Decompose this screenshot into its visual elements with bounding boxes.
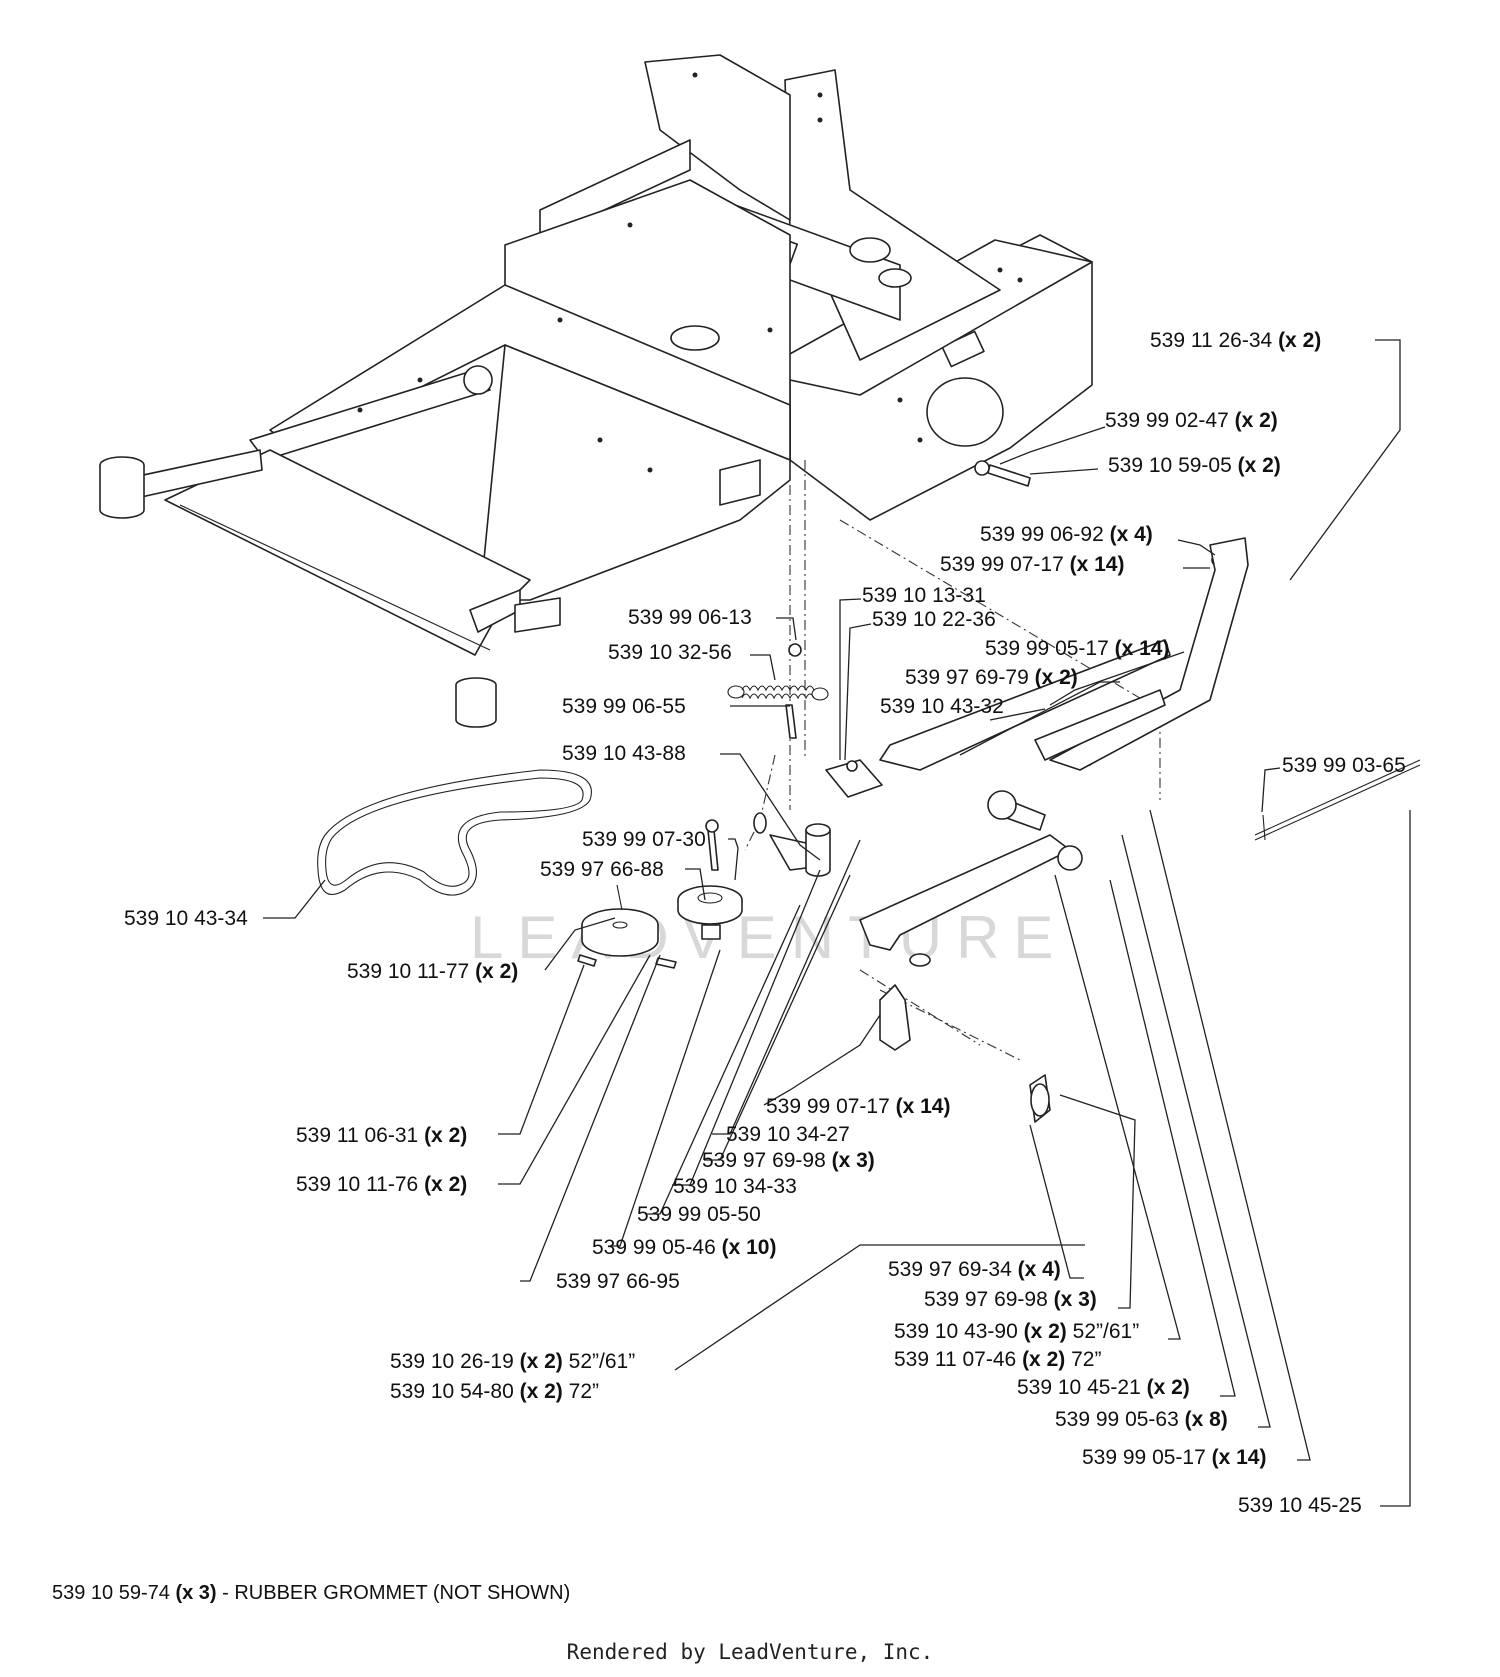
callout-label: 539 99 05-50 [637, 1203, 761, 1226]
callout-label: 539 99 05-17 (x 14) [1082, 1446, 1266, 1469]
callout-label: 539 11 06-31 (x 2) [296, 1124, 467, 1147]
callout-label: 539 97 69-98 (x 3) [924, 1288, 1097, 1311]
footnote: 539 10 59-74 (x 3) - RUBBER GROMMET (NOT… [52, 1582, 570, 1605]
callout-label: 539 10 34-33 [673, 1175, 797, 1198]
callout-label: 539 99 07-17 (x 14) [940, 553, 1124, 576]
leader-lines [263, 339, 1411, 1507]
callout-label: 539 10 11-76 (x 2) [296, 1173, 467, 1196]
callout-label: 539 10 34-27 [726, 1123, 850, 1146]
parts [317, 460, 1421, 1123]
callout-label: 539 97 69-79 (x 2) [905, 666, 1078, 689]
callout-label: 539 10 13-31 [862, 584, 986, 607]
callout-label: 539 99 07-30 [582, 828, 706, 851]
callout-label: 539 10 43-88 [562, 742, 686, 765]
callout-labels: 539 11 26-34 (x 2) 539 99 02-47 (x 2) 53… [124, 329, 1406, 1517]
callout-label: 539 99 07-17 (x 14) [766, 1095, 950, 1118]
callout-label: 539 10 11-77 (x 2) [347, 960, 518, 983]
render-credit: Rendered by LeadVenture, Inc. [566, 1640, 934, 1664]
callout-label: 539 97 69-34 (x 4) [888, 1258, 1061, 1281]
callout-label: 539 10 45-25 [1238, 1494, 1362, 1517]
callout-label: 539 10 45-21 (x 2) [1017, 1376, 1190, 1399]
callout-label: 539 10 26-19 (x 2) 52”/61” [390, 1350, 635, 1373]
watermark-text: LEADVENTURE [470, 904, 1067, 971]
callout-label: 539 99 05-63 (x 8) [1055, 1408, 1228, 1431]
callout-label: 539 10 59-05 (x 2) [1108, 454, 1281, 477]
callout-label: 539 99 03-65 [1282, 754, 1406, 777]
callout-label: 539 99 06-13 [628, 606, 752, 629]
callout-label: 539 99 06-55 [562, 695, 686, 718]
callout-label: 539 10 32-56 [608, 641, 732, 664]
callout-label: 539 11 07-46 (x 2) 72” [894, 1348, 1101, 1371]
callout-label: 539 10 43-34 [124, 907, 248, 930]
callout-label: 539 97 66-88 [540, 858, 664, 881]
callout-label: 539 97 66-95 [556, 1270, 680, 1293]
callout-label: 539 99 06-92 (x 4) [980, 523, 1153, 546]
footnote-part: 539 10 59-74 [52, 1582, 170, 1604]
callout-label: 539 10 43-32 [880, 695, 1004, 718]
footnote-qty: (x 3) [175, 1582, 217, 1604]
mower-frame [99, 54, 1093, 728]
callout-label: 539 99 02-47 (x 2) [1105, 409, 1278, 432]
footnote-text: - RUBBER GROMMET (NOT SHOWN) [222, 1582, 571, 1604]
callout-label: 539 10 43-90 (x 2) 52”/61” [894, 1320, 1139, 1343]
callout-label: 539 11 26-34 (x 2) [1150, 329, 1321, 352]
callout-label: 539 99 05-17 (x 14) [985, 637, 1169, 660]
callout-label: 539 10 22-36 [872, 608, 996, 631]
callout-label: 539 10 54-80 (x 2) 72” [390, 1380, 599, 1403]
callout-label: 539 99 05-46 (x 10) [592, 1236, 776, 1259]
callout-label: 539 97 69-98 (x 3) [702, 1149, 875, 1172]
